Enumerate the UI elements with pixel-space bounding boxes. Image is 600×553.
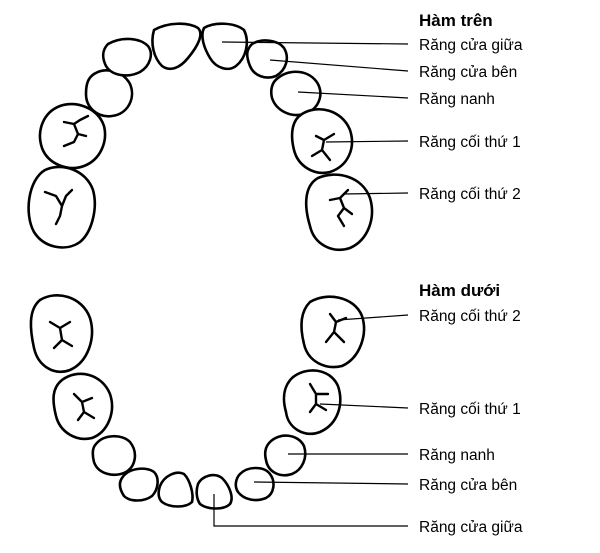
upper-jaw <box>27 22 374 251</box>
upper-label-second-molar: Răng cối thứ 2 <box>419 186 521 203</box>
leader-upper-lateral-incisor <box>269 59 409 72</box>
upper-label-central-incisor: Răng cửa giữa <box>419 37 523 54</box>
leader-upper-central-incisor <box>221 41 409 45</box>
leader-upper-second-molar <box>343 192 409 195</box>
lower-right-lateral-incisor <box>234 466 275 502</box>
leader-lines <box>213 41 409 527</box>
upper-jaw-labels: Hàm trên Răng cửa giữa Răng cửa bên Răng… <box>419 11 523 203</box>
upper-left-canine <box>84 69 134 118</box>
lower-left-central-incisor <box>157 471 194 508</box>
upper-label-first-molar: Răng cối thứ 1 <box>419 134 521 151</box>
upper-right-first-molar <box>290 107 354 175</box>
upper-left-first-molar-groove <box>62 114 90 148</box>
upper-right-central-incisor <box>201 22 249 71</box>
lower-jaw <box>29 294 366 510</box>
lower-label-second-molar: Răng cối thứ 2 <box>419 308 521 325</box>
lower-label-first-molar: Răng cối thứ 1 <box>419 401 521 418</box>
leader-lower-first-molar <box>319 403 409 409</box>
lower-label-canine: Răng nanh <box>419 447 495 464</box>
lower-left-canine <box>91 434 137 476</box>
lower-jaw-title: Hàm dưới <box>419 281 500 300</box>
upper-left-lateral-incisor <box>101 37 153 77</box>
upper-label-canine: Răng nanh <box>419 91 495 108</box>
upper-left-second-molar-groove <box>43 188 74 226</box>
upper-left-central-incisor <box>151 22 202 71</box>
leader-lower-second-molar <box>337 314 409 321</box>
leader-lower-central-incisor <box>213 494 408 527</box>
upper-right-second-molar <box>304 173 374 251</box>
upper-label-lateral-incisor: Răng cửa bên <box>419 64 517 81</box>
leader-upper-canine <box>297 91 409 99</box>
upper-right-lateral-incisor <box>245 39 289 79</box>
upper-right-second-molar-groove <box>328 188 354 228</box>
lower-left-lateral-incisor <box>118 467 159 502</box>
lower-label-lateral-incisor: Răng cửa bên <box>419 477 517 494</box>
lower-right-central-incisor <box>195 473 233 510</box>
lower-left-second-molar-groove <box>48 320 74 350</box>
lower-right-canine <box>263 434 307 477</box>
lower-right-first-molar-groove <box>308 382 330 414</box>
upper-jaw-title: Hàm trên <box>419 11 493 30</box>
upper-right-first-molar-groove <box>310 132 336 162</box>
lower-jaw-labels: Hàm dưới Răng cối thứ 2 Răng cối thứ 1 R… <box>419 281 523 536</box>
leader-upper-first-molar <box>325 140 409 143</box>
lower-left-first-molar-groove <box>72 392 96 422</box>
lower-right-first-molar <box>282 369 342 435</box>
lower-label-central-incisor: Răng cửa giữa <box>419 519 523 536</box>
leader-lower-lateral-incisor <box>253 481 409 485</box>
